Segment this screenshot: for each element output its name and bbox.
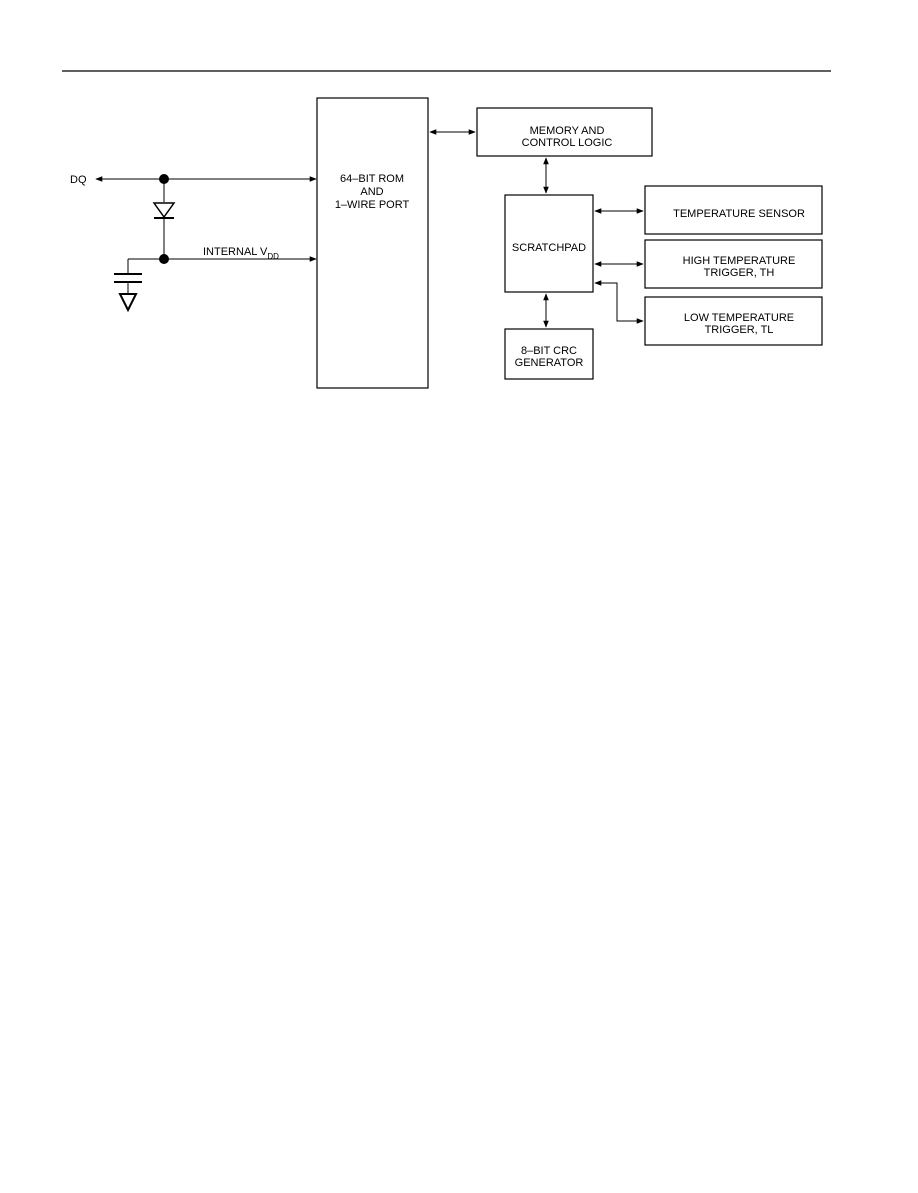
capacitor-icon — [114, 273, 142, 283]
crc-block: 8–BIT CRC GENERATOR — [504, 328, 594, 380]
high-trigger-block: HIGH TEMPERATURE TRIGGER, TH — [644, 239, 823, 289]
temperature-sensor-label: TEMPERATURE SENSOR — [673, 208, 805, 220]
internal-vdd-label: INTERNAL VDD — [203, 246, 279, 261]
dq-label: DQ — [70, 174, 87, 186]
ground-icon — [118, 293, 138, 313]
memory-control-block: MEMORY AND CONTROL LOGIC — [476, 107, 653, 157]
rom-label-1: 64–BIT ROM — [340, 173, 404, 185]
memory-label-2: CONTROL LOGIC — [522, 137, 613, 149]
power-circuit: DQ INTERNAL VDD — [70, 174, 317, 313]
crc-label-1: 8–BIT CRC — [521, 345, 577, 357]
low-trigger-label-2: TRIGGER, TL — [705, 324, 774, 336]
temperature-sensor-block: TEMPERATURE SENSOR — [644, 185, 823, 235]
scratchpad-low-trigger-bus — [594, 280, 644, 324]
high-trigger-label-1: HIGH TEMPERATURE — [683, 255, 796, 267]
rom-label-3: 1–WIRE PORT — [335, 199, 410, 211]
diode-icon — [152, 202, 176, 219]
crc-label-2: GENERATOR — [515, 357, 584, 369]
rom-block: 64–BIT ROM AND 1–WIRE PORT — [316, 97, 429, 389]
high-trigger-label-2: TRIGGER, TH — [704, 267, 775, 279]
scratchpad-block: SCRATCHPAD — [504, 194, 594, 293]
rom-label-2: AND — [360, 186, 383, 198]
scratchpad-label: SCRATCHPAD — [512, 242, 586, 254]
low-trigger-label-1: LOW TEMPERATURE — [684, 312, 794, 324]
memory-label-1: MEMORY AND — [530, 125, 605, 137]
low-trigger-block: LOW TEMPERATURE TRIGGER, TL — [644, 296, 823, 346]
